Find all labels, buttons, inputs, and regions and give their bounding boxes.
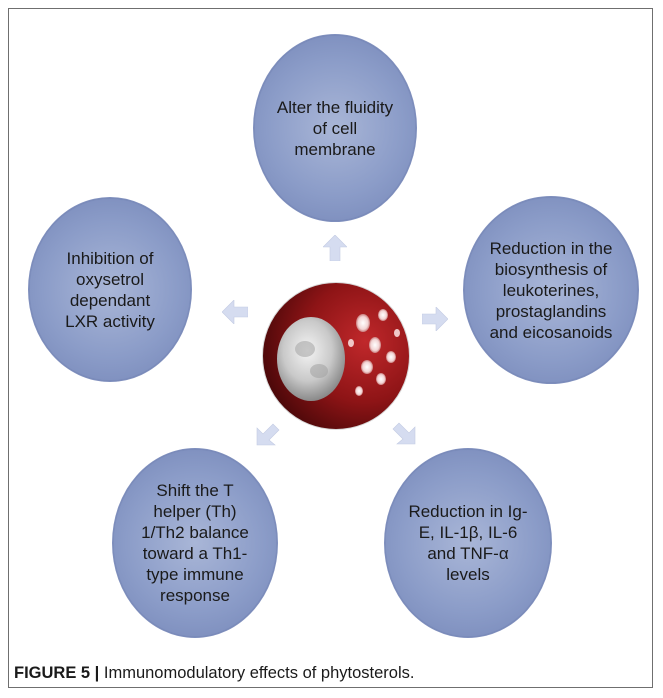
figure-frame (8, 8, 653, 688)
arrow-right-icon (422, 307, 448, 331)
arrow-up-icon (323, 235, 347, 261)
node-th-balance: Shift the T helper (Th) 1/Th2 balance to… (112, 448, 278, 638)
node-biosynthesis: Reduction in the biosynthesis of leukote… (463, 196, 639, 384)
arrow-left-icon (222, 300, 248, 324)
node-cytokine-levels: Reduction in Ig-E, IL-1β, IL-6 and TNF-α… (384, 448, 552, 638)
node-th-balance-text: Shift the T helper (Th) 1/Th2 balance to… (141, 481, 249, 605)
arrow-down-left-icon (256, 423, 280, 446)
node-cytokine-levels-text: Reduction in Ig-E, IL-1β, IL-6 and TNF-α… (408, 502, 528, 584)
node-cell-membrane-text: Alter the fluidity of cell membrane (276, 97, 394, 159)
caption-label: FIGURE 5 | (14, 664, 100, 682)
node-lxr-activity-text: Inhibition of oxysetrol dependant LXR ac… (65, 248, 155, 331)
node-cell-membrane: Alter the fluidity of cell membrane (253, 34, 417, 222)
arrow-down-right-icon (392, 422, 416, 445)
node-biosynthesis-text: Reduction in the biosynthesis of leukote… (489, 238, 613, 342)
blood-cells-illustration (262, 282, 410, 430)
node-lxr-activity: Inhibition of oxysetrol dependant LXR ac… (28, 197, 192, 382)
figure-caption: FIGURE 5 | Immunomodulatory effects of p… (14, 664, 414, 683)
caption-text: Immunomodulatory effects of phytosterols… (99, 664, 415, 682)
blood-cells-icon (277, 309, 400, 401)
